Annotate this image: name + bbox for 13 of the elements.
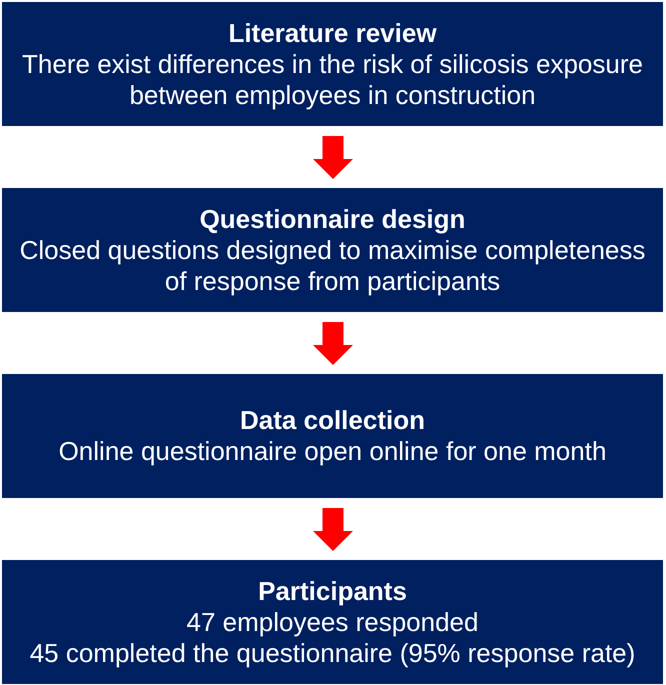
step-description: Online questionnaire open online for one month (58, 436, 606, 467)
step-description: 47 employees responded (186, 606, 478, 638)
step-description: 45 completed the questionnaire (95% response rate) (30, 638, 636, 668)
step-heading: Data collection (240, 405, 425, 436)
process-box (2, 2, 663, 126)
step-heading: Literature review (228, 18, 437, 48)
step-heading: Participants (258, 576, 407, 606)
process-box (2, 374, 663, 498)
process-box (2, 188, 663, 312)
step-description: There exist differences in the risk of silicosis exposure between employees in construction (21, 48, 644, 110)
step-heading: Questionnaire design (200, 204, 466, 234)
process-box (2, 560, 663, 684)
step-description: Closed questions designed to maximise completeness of response from participants (18, 234, 646, 296)
